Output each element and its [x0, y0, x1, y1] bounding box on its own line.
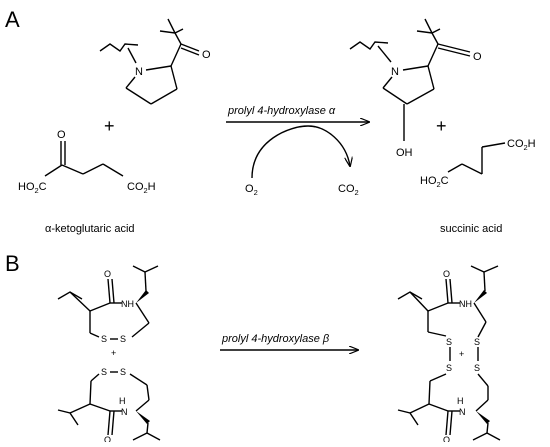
succinate-name: succinic acid: [440, 223, 502, 235]
right-plus-sign: +: [459, 349, 464, 359]
left-bottom-h-atom: H: [119, 396, 126, 406]
left-top-nh-atom: NH: [121, 299, 134, 309]
hydroxyproline-structure: [349, 18, 471, 141]
right-bottom-s2-atom: S: [474, 363, 480, 373]
hydroxyproline-oh-group: OH: [396, 147, 413, 159]
left-bottom-s2-atom: S: [120, 367, 126, 377]
ketoglutarate-name: α-ketoglutaric acid: [45, 223, 135, 235]
succinate-ho2c-label: HO2C: [420, 175, 449, 189]
cosubstrate-curved-arrow: [251, 125, 350, 179]
hydroxyproline-o-atom: O: [473, 51, 482, 63]
ketoglutarate-co2h-label: CO2H: [127, 181, 156, 195]
co2-label: CO2: [338, 183, 359, 197]
right-top-s1-atom: S: [446, 337, 452, 347]
left-bottom-o-atom: O: [104, 435, 111, 442]
panel-b-label: B: [5, 251, 20, 276]
panel-a-label: A: [5, 7, 20, 32]
right-top-nh-atom: NH: [459, 299, 472, 309]
succinate-co2h-label: CO2H: [507, 138, 536, 152]
o2-label: O2: [245, 183, 258, 197]
left-plus-sign: +: [111, 348, 116, 358]
right-top-s2-atom: S: [474, 337, 480, 347]
ketoglutarate-ho2c-label: HO2C: [18, 181, 47, 195]
left-top-s2-atom: S: [120, 334, 126, 344]
right-bottom-n-atom: N: [459, 407, 466, 417]
reactant-cyclic-disulfides: [57, 265, 161, 441]
right-bottom-h-atom: H: [457, 396, 464, 406]
arrow-a-label: prolyl 4-hydroxylase α: [227, 105, 336, 117]
right-top-o-atom: O: [443, 269, 450, 279]
left-bottom-s1-atom: S: [101, 367, 107, 377]
plus-sign-left: +: [104, 116, 115, 136]
succinate-structure: [447, 142, 506, 175]
hydroxyproline-n-atom: N: [391, 66, 399, 78]
proline-o-atom: O: [202, 49, 211, 61]
left-top-o-atom: O: [104, 269, 111, 279]
right-bottom-o-atom: O: [443, 435, 450, 442]
plus-sign-right: +: [436, 116, 447, 136]
ketoglutarate-o-atom: O: [57, 129, 66, 141]
product-crosslinked-dimer: [397, 265, 501, 441]
arrow-b-label: prolyl 4-hydroxylase β: [221, 333, 330, 345]
proline-structure: [99, 18, 200, 105]
proline-n-atom: N: [135, 66, 143, 78]
left-bottom-n-atom: N: [121, 407, 128, 417]
right-bottom-s1-atom: S: [446, 363, 452, 373]
ketoglutarate-structure: [44, 141, 124, 177]
left-top-s1-atom: S: [101, 334, 107, 344]
